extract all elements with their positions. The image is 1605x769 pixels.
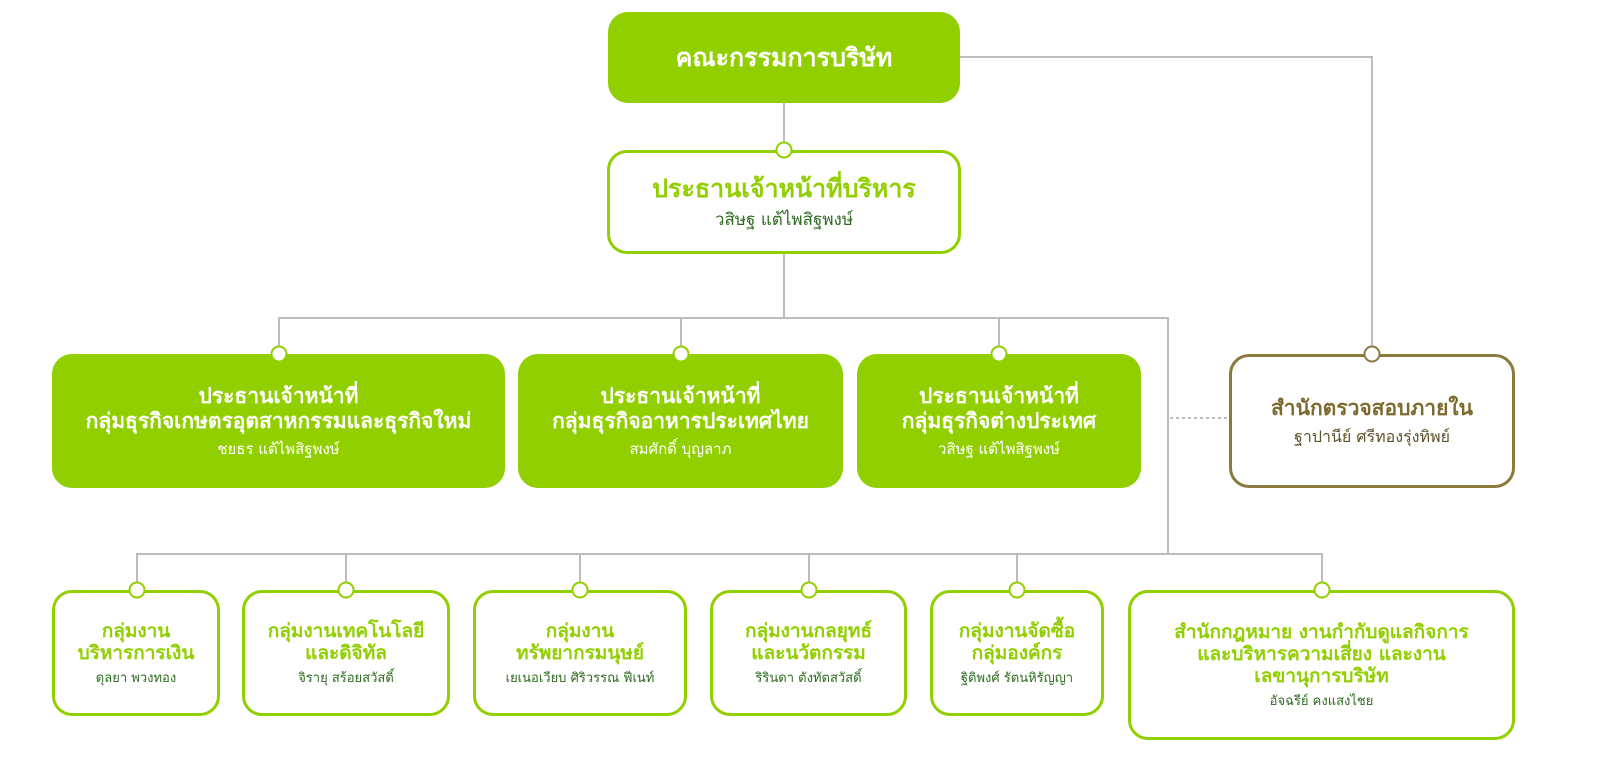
function-group-head-name: จิรายุ สร้อยสวัสดิ์ [298,670,394,686]
business-group-thai-food-dot [672,345,690,363]
business-group-title-line1: ประธานเจ้าหน้าที่ [198,384,359,409]
function-group-title-line1: กลุ่มงาน [545,619,615,642]
board-box: คณะกรรมการบริษัท [608,12,960,103]
function-group-hr-box: กลุ่มงาน ทรัพยากรมนุษย์ เยเนอเวียบ ศิริว… [473,590,687,716]
function-group-legal-box: สำนักกฎหมาย งานกำกับดูแลกิจการ และบริหาร… [1128,590,1515,740]
connector-function-bus [136,553,1323,590]
internal-audit-box: สำนักตรวจสอบภายใน ฐาปานีย์ ศรีทองรุ่งทิพ… [1229,354,1515,488]
business-group-title-line1: ประธานเจ้าหน้าที่ [600,384,761,409]
business-group-title-line2: กลุ่มธุรกิจต่างประเทศ [901,409,1097,433]
function-group-title-line3: เลขานุการบริษัท [1254,665,1389,688]
function-group-title-line1: กลุ่มงานเทคโนโลยี [267,619,425,642]
business-group-title-line2: กลุ่มธุรกิจอาหารประเทศไทย [552,409,809,433]
connector-board-audit [960,56,1373,354]
function-group-head-name: ฐิติพงศ์ รัตนหิรัญญา [960,670,1074,686]
function-group-finance-box: กลุ่มงาน บริหารการเงิน ดุลยา พวงทอง [52,590,220,716]
business-group-agro-dot [270,345,288,363]
function-group-title-line2: และบริหารความเสี่ยง และงาน [1197,643,1446,665]
function-group-procurement-dot [1008,581,1026,599]
function-group-title-line2: ทรัพยากรมนุษย์ [516,642,644,665]
function-group-title-line2: และนวัตกรรม [751,642,866,665]
business-group-international-dot [990,345,1008,363]
function-group-technology-dot [337,581,355,599]
ceo-title: ประธานเจ้าหน้าที่บริหาร [652,174,916,204]
function-group-head-name: ดุลยา พวงทอง [95,670,177,686]
function-group-hr-dot [571,581,589,599]
function-group-strategy-dot [800,581,818,599]
function-group-title-line2: กลุ่มองค์กร [971,642,1063,665]
function-group-legal-dot [1313,581,1331,599]
board-title: คณะกรรมการบริษัท [675,42,893,72]
function-group-strategy-box: กลุ่มงานกลยุทธ์ และนวัตกรรม ริรินดา ตังท… [710,590,907,716]
business-group-title-line2: กลุ่มธุรกิจเกษตรอุตสาหกรรมและธุรกิจใหม่ [85,409,472,433]
function-group-title-line1: กลุ่มงานจัดซื้อ [958,619,1076,642]
business-group-thai-food-box: ประธานเจ้าหน้าที่ กลุ่มธุรกิจอาหารประเทศ… [518,354,843,488]
business-group-head-name: วสิษฐ แต้ไพสิฐพงษ์ [938,439,1060,458]
function-group-head-name: ริรินดา ตังทัตสวัสดิ์ [755,670,862,686]
business-group-agro-box: ประธานเจ้าหน้าที่ กลุ่มธุรกิจเกษตรอุตสาห… [52,354,505,488]
function-group-title-line2: และดิจิทัล [305,642,387,665]
connector-business-bus [278,317,1169,554]
business-group-international-box: ประธานเจ้าหน้าที่ กลุ่มธุรกิจต่างประเทศ … [857,354,1141,488]
business-group-head-name: ชยธร แต้ไพสิฐพงษ์ [217,439,340,458]
business-group-head-name: สมศักดิ์ บุญลาภ [629,439,732,458]
function-group-technology-box: กลุ่มงานเทคโนโลยี และดิจิทัล จิรายุ สร้อ… [242,590,450,716]
ceo-name: วสิษฐ แต้ไพสิฐพงษ์ [714,209,854,230]
function-group-title-line1: สำนักกฎหมาย งานกำกับดูแลกิจการ [1174,620,1469,643]
function-group-title-line1: กลุ่มงานกลยุทธ์ [744,619,872,642]
audit-title: สำนักตรวจสอบภายใน [1270,396,1473,421]
function-group-procurement-box: กลุ่มงานจัดซื้อ กลุ่มองค์กร ฐิติพงศ์ รัต… [930,590,1104,716]
function-group-finance-dot [128,581,146,599]
ceo-connector-dot [775,141,793,159]
function-group-head-name: เยเนอเวียบ ศิริวรรณ ฟีเนท์ [505,670,655,686]
function-group-head-name: อัจฉรีย์ คงแสงไชย [1269,693,1374,709]
function-group-title-line2: บริหารการเงิน [77,642,195,665]
audit-connector-dot [1363,345,1381,363]
business-group-title-line1: ประธานเจ้าหน้าที่ [919,384,1079,409]
ceo-box: ประธานเจ้าหน้าที่บริหาร วสิษฐ แต้ไพสิฐพง… [607,150,961,254]
audit-name: ฐาปานีย์ ศรีทองรุ่งทิพย์ [1294,426,1450,446]
function-group-title-line1: กลุ่มงาน [101,619,171,642]
